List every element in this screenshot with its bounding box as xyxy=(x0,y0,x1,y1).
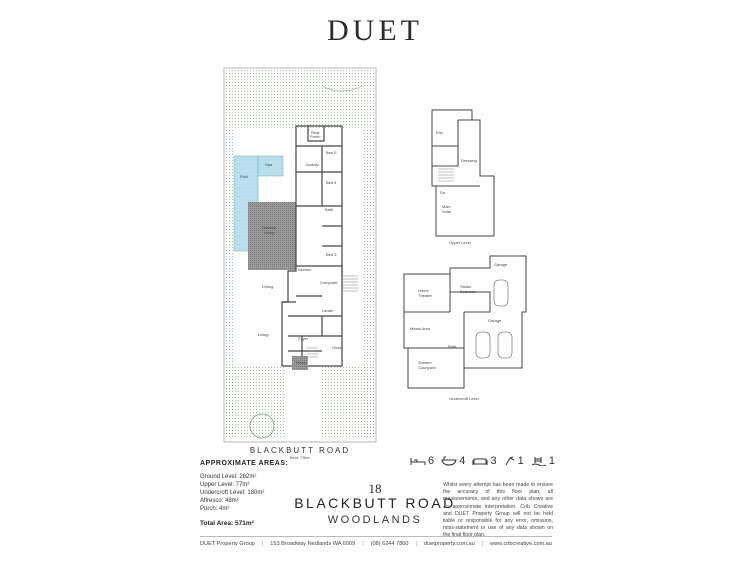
brand-logo: DUET xyxy=(327,14,423,47)
room-larder: Larder xyxy=(322,308,334,313)
room-dining: Dining xyxy=(262,284,273,289)
footer-address: 153 Broadway Nedlands WA 6009 xyxy=(270,541,356,547)
room-foyer: Foyer xyxy=(298,336,309,341)
room-studio-bedroom: Studio xyxy=(460,284,472,289)
footer: DUET Property Group | 153 Broadway Nedla… xyxy=(200,541,552,547)
room-pool: Pool xyxy=(240,174,248,179)
svg-text:Bedroom: Bedroom xyxy=(460,289,477,294)
room-guest: Guest xyxy=(332,345,344,350)
room-bath: Bath xyxy=(325,207,333,212)
living-icon xyxy=(472,458,488,465)
street-name: BLACKBUTT ROAD xyxy=(294,495,456,511)
svg-text:Courtyard: Courtyard xyxy=(418,365,436,370)
footer-credit-link[interactable]: www.cribcreative.com.au xyxy=(490,541,552,547)
svg-text:Suite: Suite xyxy=(442,209,452,214)
front-porch xyxy=(292,356,308,370)
room-garage-2: Garage xyxy=(488,318,502,323)
block-size: Block: 728m² xyxy=(290,456,311,460)
total-area: Total Area: 571m² xyxy=(200,520,254,527)
svg-text:Living: Living xyxy=(264,230,274,235)
study-count: 1 xyxy=(504,455,524,467)
room-meals-area: Meals Area xyxy=(410,326,431,331)
footer-company: DUET Property Group xyxy=(200,541,255,547)
svg-text:Theatre: Theatre xyxy=(418,293,433,298)
areas-title: APPROXIMATE AREAS: xyxy=(200,460,289,467)
room-bed-5: Bed 5 xyxy=(326,150,337,155)
study-icon xyxy=(505,456,514,466)
upper-level-plan: Ens Dressing Main Suite Dn Upper Level xyxy=(431,109,495,245)
footer-separator: | xyxy=(261,541,264,547)
room-kitchen: Kitchen xyxy=(298,267,311,272)
footer-rule xyxy=(200,536,552,537)
disclaimer: Whilst every attempt has been made to en… xyxy=(443,482,553,539)
bed-icon xyxy=(410,458,426,465)
room-outdoor-living: Outdoor xyxy=(262,225,277,230)
area-porch: Porch: 4m² xyxy=(200,506,230,512)
room-dn: Dn xyxy=(440,190,445,195)
area-undercroft: Undercroft Level: 180m² xyxy=(200,490,265,496)
bath-icon xyxy=(441,456,457,466)
room-bath: Bath xyxy=(448,344,456,349)
garden-front-right xyxy=(322,366,375,439)
room-ens: Ens xyxy=(436,130,443,135)
garden-front xyxy=(225,366,285,439)
spa xyxy=(257,155,284,177)
car-3 xyxy=(497,331,513,359)
footer-separator: | xyxy=(415,541,417,547)
bed-count: 6 xyxy=(410,455,434,467)
room-living: Living xyxy=(258,332,268,337)
upper-level-label: Upper Level xyxy=(449,240,471,245)
pool-icon xyxy=(531,457,547,466)
room-rear-porch: Rear xyxy=(311,130,320,135)
room-home-theatre: Home xyxy=(418,288,429,293)
street-number: 18 xyxy=(368,481,382,496)
footer-web-link[interactable]: duetproperty.com.au xyxy=(423,541,475,547)
room-spa: Spa xyxy=(265,162,273,167)
footer-separator: | xyxy=(481,541,484,547)
bath-count: 4 xyxy=(441,455,465,467)
room-computer-nook: Computer xyxy=(320,280,338,285)
tree xyxy=(249,413,275,439)
garden-right xyxy=(362,129,375,439)
living-count: 3 xyxy=(472,455,497,467)
room-dressing: Dressing xyxy=(461,158,477,163)
road-label: BLACKBUTT ROAD xyxy=(250,446,350,455)
area-upper: Upper Level: 77m² xyxy=(200,482,250,488)
garden-left xyxy=(225,129,235,439)
room-porch: Porch xyxy=(296,360,306,365)
suburb-name: WOODLANDS xyxy=(327,514,423,526)
undercroft-level-label: Undercroft Level xyxy=(449,396,478,401)
ground-floor-plan: Rear Porch Bed 5 Spa Activity Pool Bed 4… xyxy=(223,67,377,460)
undercroft-level-plan: Garage Home Theatre Studio Bedroom Garag… xyxy=(403,255,527,401)
room-activity: Activity xyxy=(306,162,319,167)
garden-rear xyxy=(225,69,375,129)
room-bed-4: Bed 4 xyxy=(326,180,337,185)
pool-count: 1 xyxy=(531,455,555,467)
room-main-suite: Main xyxy=(442,204,451,209)
svg-text:Porch: Porch xyxy=(310,134,320,139)
car-1 xyxy=(493,279,509,307)
area-ground: Ground Level: 262m² xyxy=(200,474,257,480)
footer-phone: (08) 6244 7860 xyxy=(370,541,409,547)
area-alfresco: Alfresco: 48m² xyxy=(200,498,239,504)
car-2 xyxy=(475,331,491,359)
feature-counts: 6 4 3 1 1 xyxy=(410,455,555,467)
room-sunken-courtyard: Sunken xyxy=(418,360,432,365)
room-garage-1: Garage xyxy=(494,262,508,267)
footer-separator: | xyxy=(362,541,364,547)
outdoor-deck xyxy=(248,202,296,270)
room-bed-3: Bed 3 xyxy=(326,252,337,257)
